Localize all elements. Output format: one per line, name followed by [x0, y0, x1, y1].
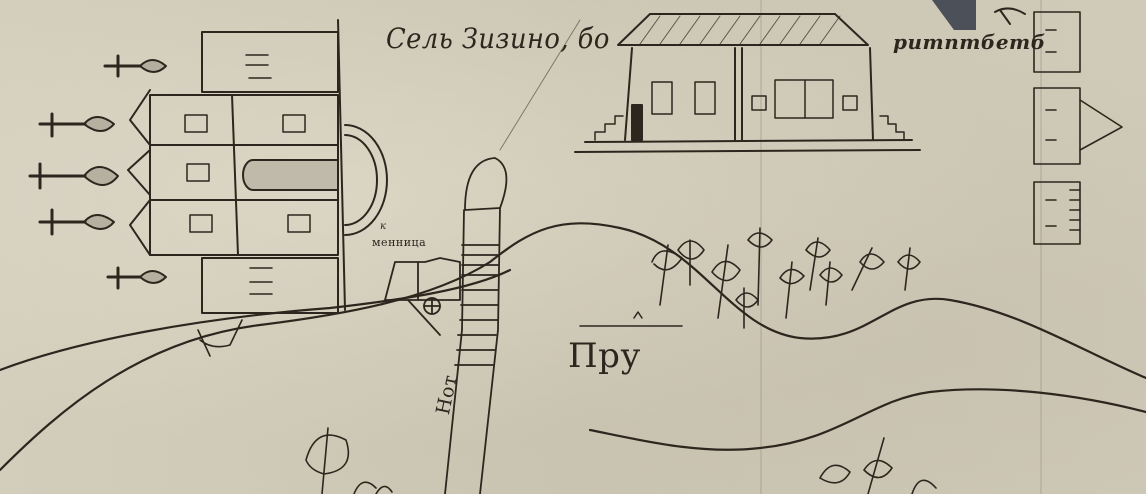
tree-icons-lower — [305, 427, 937, 494]
boundary-mark — [197, 319, 243, 357]
title-continuation: ритптбетб — [893, 30, 1046, 54]
onion-domes — [83, 59, 167, 284]
river-arrow — [579, 311, 683, 327]
mill-label-superscript: к — [380, 221, 387, 232]
tree-icons-grove — [651, 227, 921, 329]
church — [28, 19, 388, 314]
paper-fold-line — [1040, 0, 1042, 494]
river-label: Пру — [568, 336, 641, 376]
village-title: Сель Зизино, бо — [386, 22, 610, 55]
mill — [384, 257, 461, 336]
flourish — [994, 7, 1026, 25]
side-buildings — [1033, 11, 1123, 245]
dam-bridge — [444, 19, 581, 494]
river-banks — [0, 222, 1146, 472]
cross-icons — [28, 54, 142, 290]
manor-house — [574, 13, 921, 153]
mill-label: менница — [372, 236, 427, 249]
